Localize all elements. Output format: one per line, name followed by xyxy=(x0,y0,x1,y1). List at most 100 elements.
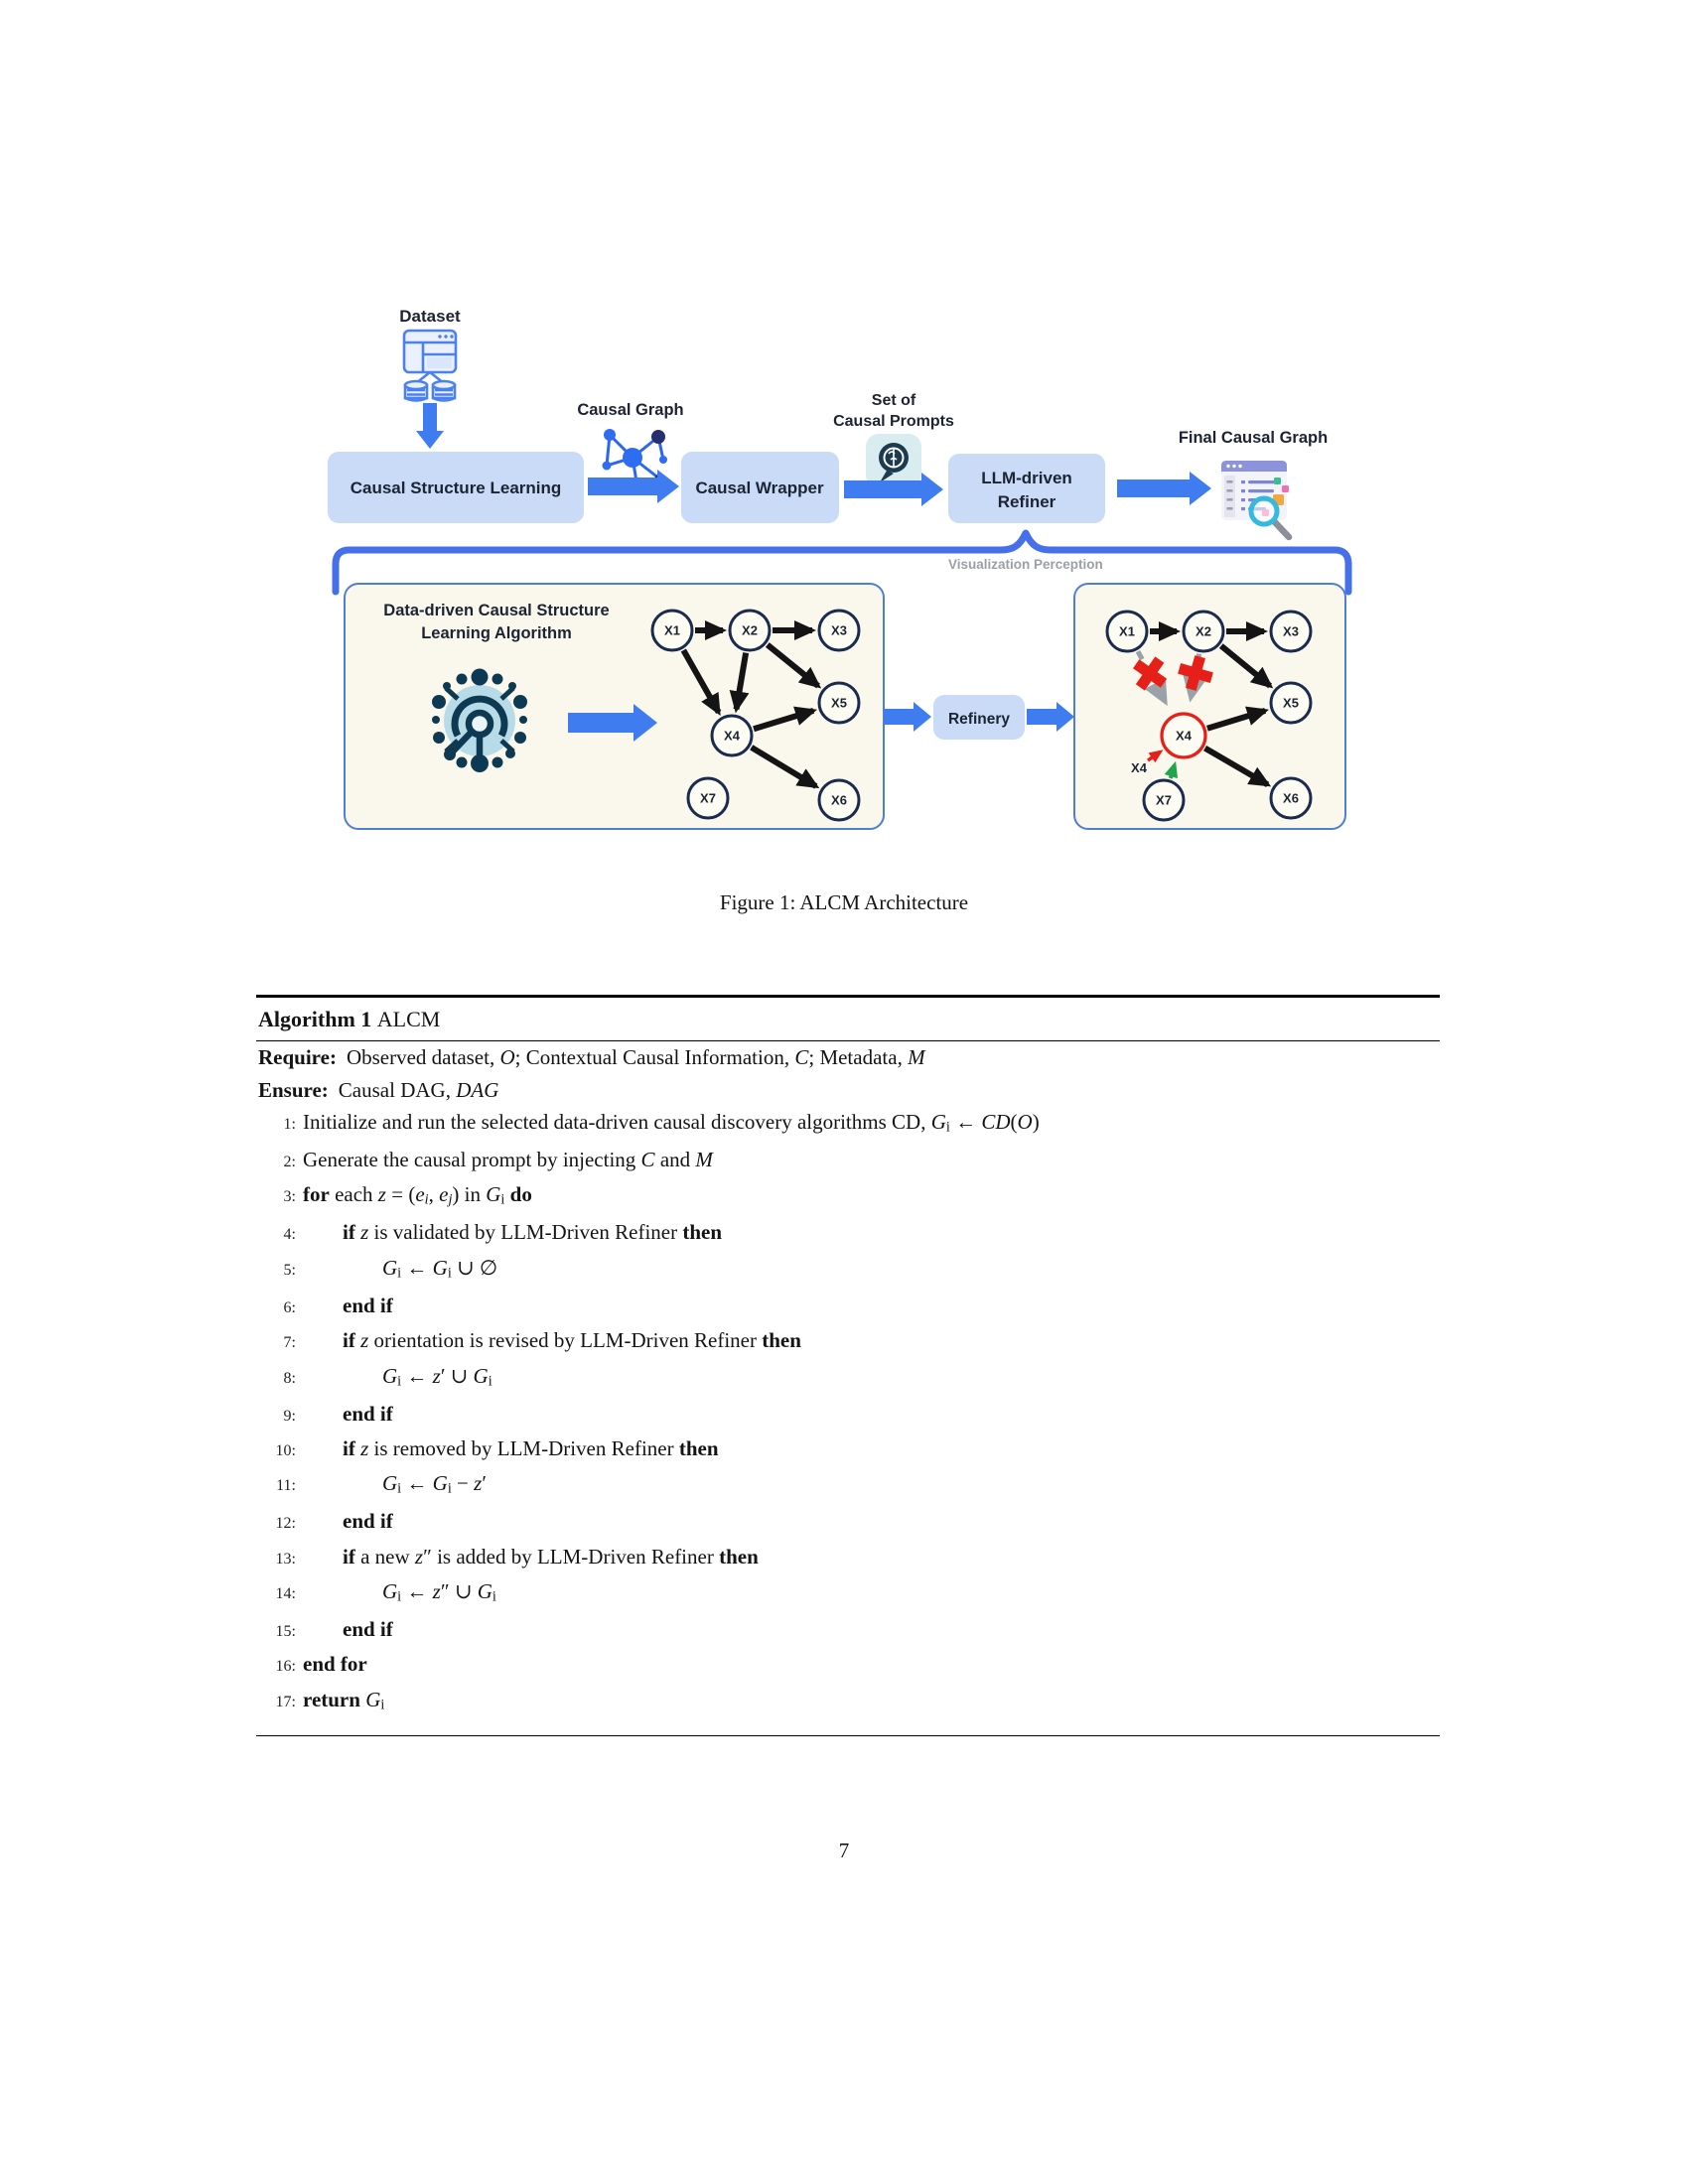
line-number: 4: xyxy=(283,1226,296,1244)
line-number: 12: xyxy=(275,1515,296,1533)
algorithm-header-number: Algorithm 1 xyxy=(258,1007,377,1031)
graph-node-X2 xyxy=(728,609,772,652)
causal-graph-label: Causal Graph xyxy=(577,401,683,419)
edge-X2-X4 xyxy=(729,652,750,714)
line-number: 7: xyxy=(283,1334,296,1352)
algorithm-line: 9:end if xyxy=(256,1398,1440,1433)
graph-node-label-X2: X2 xyxy=(1196,624,1211,639)
require-label: Require: xyxy=(258,1045,337,1069)
line-number: 5: xyxy=(283,1261,296,1279)
removed-edge-cross xyxy=(1178,655,1213,691)
dataset-down-arrow xyxy=(416,403,444,449)
line-number: 2: xyxy=(283,1153,296,1170)
llm-refiner-box xyxy=(948,454,1105,523)
graph-node-X6 xyxy=(817,778,861,822)
require-text: Observed dataset, O; Contextual Causal I… xyxy=(346,1045,925,1069)
graph-node-label-X6: X6 xyxy=(831,793,847,808)
graph-node-label-X2: X2 xyxy=(742,623,758,638)
causal-graph-icon xyxy=(602,429,667,485)
algorithm-line: 2:Generate the causal prompt by injectin… xyxy=(256,1144,1440,1178)
edge-X4-X5 xyxy=(1206,706,1270,732)
graph-node-X1 xyxy=(650,609,694,652)
causal-structure-learning-box xyxy=(328,452,584,523)
graph-node-label-X5: X5 xyxy=(1283,696,1299,711)
algorithm-line: 4: if z is validated by LLM-Driven Refine… xyxy=(256,1216,1440,1251)
graph-to-refinery-arrow xyxy=(884,702,931,732)
line-number: 13: xyxy=(275,1550,296,1568)
line-number: 6: xyxy=(283,1298,296,1316)
algorithm-to-graph-arrow xyxy=(568,704,657,742)
algorithm-header-rule xyxy=(256,1040,1440,1041)
panel-title-1: Data-driven Causal Structure xyxy=(383,602,609,619)
algorithm-line: 7:if z orientation is revised by LLM-Dri… xyxy=(256,1324,1440,1359)
algorithm-line: 15: end if xyxy=(256,1613,1440,1648)
line-number: 10: xyxy=(275,1441,296,1459)
line-number: 17: xyxy=(275,1693,296,1710)
set-of-prompts-label-2: Causal Prompts xyxy=(833,413,954,430)
edge-X4-X5 xyxy=(753,706,818,733)
visualization-perception-brace xyxy=(332,529,1352,596)
line-text: Gi ← z′ ∪ Gi xyxy=(382,1363,492,1390)
line-number: 16: xyxy=(275,1658,296,1676)
llm-to-final-arrow xyxy=(1117,472,1211,505)
line-number: 15: xyxy=(275,1623,296,1641)
graph-node-X2 xyxy=(1182,610,1225,653)
line-text: if z is removed by LLM-Driven Refiner th… xyxy=(343,1435,719,1460)
graph-node-X3 xyxy=(817,609,861,652)
graph-node-label-X6: X6 xyxy=(1283,791,1299,806)
figure-1: Dataset xyxy=(328,307,1352,830)
graph-node-X4 xyxy=(710,714,754,757)
panel-title-2: Learning Algorithm xyxy=(421,624,572,642)
magnifier-lens xyxy=(1248,495,1280,527)
llm-refiner-label-2: Refiner xyxy=(998,492,1056,511)
algorithm-line: 14:Gi ← z″ ∪ Gi xyxy=(256,1575,1440,1613)
graph-node-X3 xyxy=(1269,610,1313,653)
ensure-label: Ensure: xyxy=(258,1077,329,1102)
algorithm-line: 10: if z is removed by LLM-Driven Refiner… xyxy=(256,1433,1440,1467)
line-text: end if xyxy=(343,1617,393,1642)
flow-arrows xyxy=(416,403,1211,742)
csl-to-wrapper-arrow xyxy=(588,470,679,503)
refinery-box xyxy=(933,695,1025,740)
line-text: end if xyxy=(343,1293,393,1317)
line-text: end for xyxy=(303,1652,367,1677)
line-text: Gi ← Gi − z′ xyxy=(382,1471,487,1497)
edge-X1-X4 xyxy=(680,648,722,716)
algorithm-top-rule xyxy=(256,995,1440,998)
initial-graph-panel xyxy=(344,583,885,830)
algorithm-icon xyxy=(432,668,527,772)
algorithm-bottom-rule xyxy=(256,1734,1440,1736)
magnifier-handle xyxy=(1270,517,1293,541)
graph-node-X1 xyxy=(1105,610,1149,653)
causal-structure-learning-label: Causal Structure Learning xyxy=(351,478,562,497)
line-text: if z is validated by LLM-Driven Refiner … xyxy=(343,1220,723,1245)
edge-X4-X6 xyxy=(750,745,820,789)
line-text: Initialize and run the selected data-dri… xyxy=(303,1110,1040,1136)
line-number: 3: xyxy=(283,1188,296,1206)
algorithm-line: 5:Gi ← Gi ∪ ∅ xyxy=(256,1252,1440,1290)
algorithm-line: 13:if a new z″ is added by LLM-Driven Re… xyxy=(256,1541,1440,1575)
algorithm-line: 16: end for xyxy=(256,1648,1440,1683)
graph-node-label-X3: X3 xyxy=(1283,624,1299,639)
graph-node-X5 xyxy=(817,681,861,725)
page-number: 7 xyxy=(838,1839,850,1862)
wrapper-to-llm-arrow xyxy=(844,473,943,506)
dataset-icon xyxy=(402,329,458,402)
line-text: for each z = (ei, ej) in Gi do xyxy=(303,1182,532,1208)
algorithm-header: Algorithm 1 ALCM xyxy=(256,998,1440,1040)
algorithm-line: 6: end if xyxy=(256,1290,1440,1324)
graph-node-X4 xyxy=(1160,712,1207,759)
algorithm-require-line: Require: Observed dataset, O; Contextual … xyxy=(256,1041,1440,1074)
graph-node-X7 xyxy=(686,776,730,820)
graph-node-label-X1: X1 xyxy=(664,623,680,638)
graph-node-X7 xyxy=(1142,778,1186,822)
graph-node-X6 xyxy=(1269,776,1313,820)
algorithm-line: 17:return Gi xyxy=(256,1684,1440,1721)
line-text: end if xyxy=(343,1509,393,1534)
line-number: 11: xyxy=(276,1477,296,1495)
line-number: 8: xyxy=(283,1369,296,1387)
edge-X2-X5 xyxy=(765,642,822,689)
